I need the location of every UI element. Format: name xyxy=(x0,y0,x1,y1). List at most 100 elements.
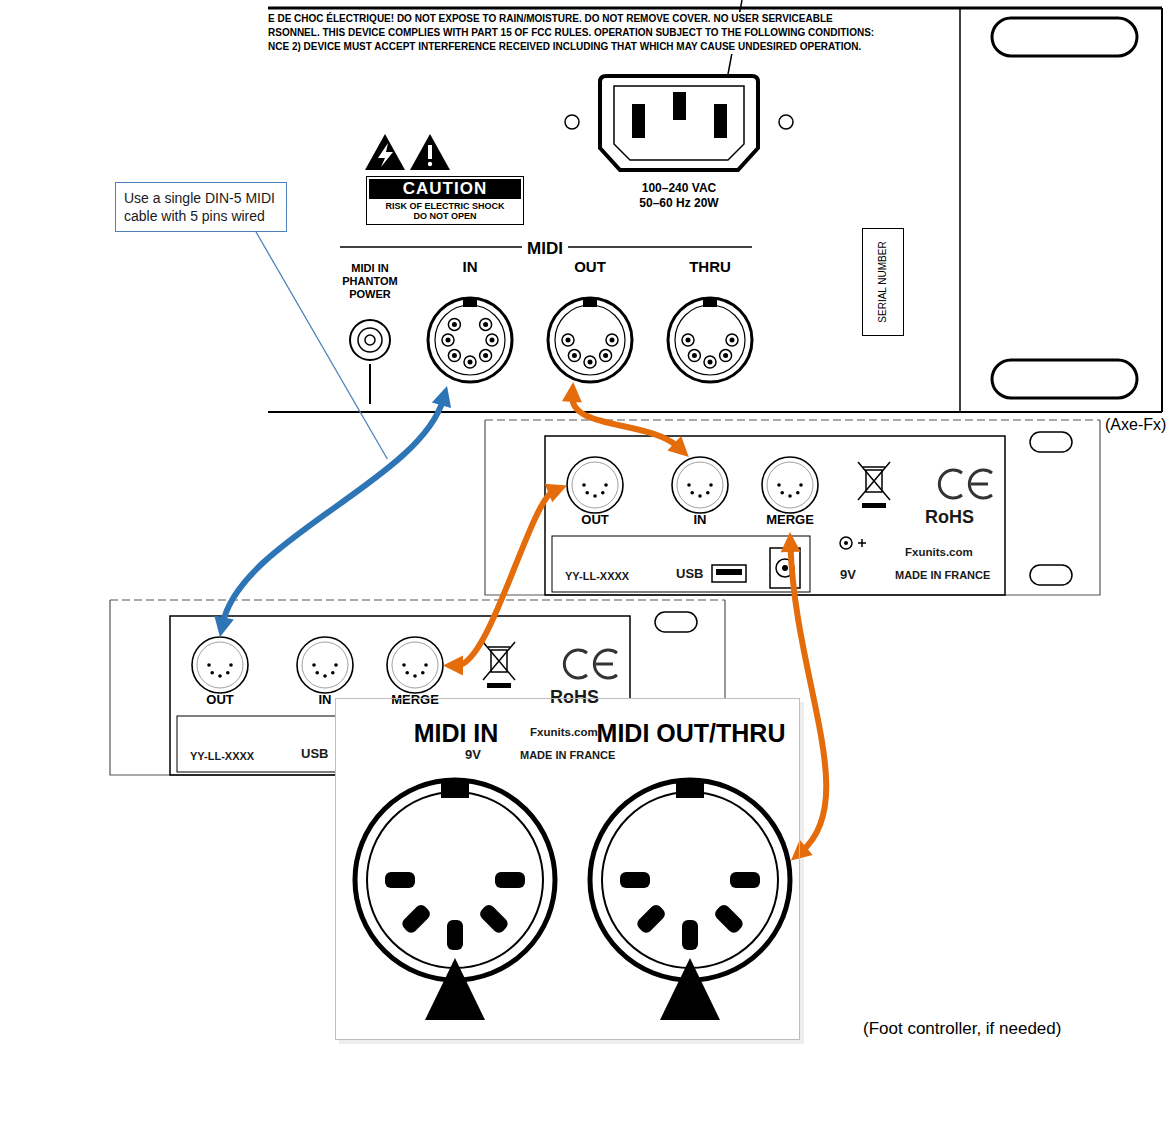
power-rating: 100–240 VAC xyxy=(642,180,717,196)
midi-out-socket xyxy=(548,298,632,382)
screw-hole xyxy=(565,115,579,129)
device-name: (Foot controller, if needed) xyxy=(863,1019,1061,1039)
rack-ear-edge xyxy=(959,8,961,412)
port-label: OUT xyxy=(192,692,248,708)
power-inlet xyxy=(600,76,758,170)
midi-in-socket xyxy=(428,298,512,382)
inlet-pin xyxy=(673,92,686,120)
rohs-mark: RoHS xyxy=(925,506,974,529)
arrowhead xyxy=(214,615,234,637)
phantom-power-jack: MIDI IN PHANTOM POWER xyxy=(332,262,408,365)
foot-controller-ground xyxy=(335,698,800,1040)
midi-out-thru-socket xyxy=(590,780,790,1020)
usb-port-tongue xyxy=(716,569,742,575)
label-plate xyxy=(552,536,810,592)
midi-merge-socket xyxy=(762,457,818,513)
power-voltage: 9V xyxy=(465,747,481,763)
port-label: OUT xyxy=(567,512,623,528)
fxunits-panel: RoHS Fxunits.comYY-LL-XXXX USB 9V MADE IN FR… xyxy=(485,420,1100,595)
jack-label: MIDI IN PHANTOM POWER xyxy=(337,262,403,301)
midi-in-port: IN xyxy=(424,258,516,386)
power-rating: 50–60 Hz 20W xyxy=(639,195,718,211)
panel-edge xyxy=(268,7,1162,10)
arrowhead xyxy=(791,840,813,861)
foot-controller-panel: (Foot controller, if needed)MIDI INMIDI … xyxy=(335,698,800,1040)
arrowhead xyxy=(432,386,451,408)
arrowhead xyxy=(562,382,582,403)
rack-slot xyxy=(992,18,1137,56)
midi-in-port: IN xyxy=(297,637,353,712)
origin-label: MADE IN FRANCE xyxy=(520,748,615,762)
phantom-jack-line xyxy=(369,364,371,404)
usb-label: USB xyxy=(676,566,703,582)
serial-code: YY-LL-XXXX xyxy=(565,569,629,583)
midi-in-socket xyxy=(672,457,728,513)
unit-face xyxy=(545,436,1005,595)
port-label: IN xyxy=(297,692,353,708)
arrowhead xyxy=(443,656,463,676)
brand-url: Fxunits.com xyxy=(905,545,973,559)
caution-heading: CAUTION xyxy=(369,179,521,199)
panel-edge xyxy=(268,411,1162,413)
midi-out-socket xyxy=(567,457,623,513)
serial-code: YY-LL-XXXX xyxy=(190,749,254,763)
ce-mark xyxy=(939,470,962,498)
weee-cross xyxy=(858,462,890,500)
midi-cable xyxy=(223,399,443,623)
arrowhead xyxy=(667,436,688,457)
origin-label: MADE IN FRANCE xyxy=(895,568,990,582)
usb-label: USB xyxy=(301,746,328,762)
unit-top-edge xyxy=(485,419,1100,420)
warning-triangle xyxy=(365,134,405,170)
phantom-jack xyxy=(350,320,390,360)
polarity-plus xyxy=(858,539,866,547)
port-label: THRU xyxy=(668,258,752,276)
brand-url: Fxunits.com xyxy=(530,725,598,739)
arrowhead xyxy=(781,532,801,552)
weee-bin-lid xyxy=(863,466,885,468)
rack-slot xyxy=(992,360,1137,398)
fxunits-panel: RoHSFxunits.comYY-LL-XXXXUSB9VMADE IN FR… xyxy=(110,600,725,775)
exclamation-symbol xyxy=(428,162,432,166)
power-voltage: 9V xyxy=(840,567,856,583)
midi-cable-arrow xyxy=(214,386,451,637)
screw-hole xyxy=(779,115,793,129)
midi-merge-port: MERGE xyxy=(762,457,818,532)
lightning-symbol xyxy=(378,143,393,167)
phantom-jack-center xyxy=(365,335,375,345)
midi-in-socket xyxy=(355,780,555,1020)
port-label: MERGE xyxy=(387,692,443,708)
midi-merge-port: MERGE xyxy=(387,637,443,712)
warning-text: RSONNEL. THIS DEVICE COMPLIES WITH PART … xyxy=(268,26,874,40)
callout-note: Use a single DIN-5 MIDI cable with 5 pin… xyxy=(115,182,287,232)
device-name: (Axe-Fx) xyxy=(1105,415,1166,435)
polarity-symbol xyxy=(840,537,852,549)
port-label: OUT xyxy=(548,258,632,276)
ce-mark xyxy=(969,470,992,498)
midi-out-port: OUT xyxy=(192,637,248,712)
midi-thru-port: THRU xyxy=(668,258,752,382)
phantom-jack-inner xyxy=(358,328,382,352)
warning-text: NCE 2) DEVICE MUST ACCEPT INTERFERENCE R… xyxy=(268,40,861,54)
inlet-pin xyxy=(714,104,727,138)
port-label: MERGE xyxy=(762,512,818,528)
exclamation-symbol xyxy=(428,145,432,159)
usb-port xyxy=(712,565,746,582)
midi-in-port: MIDI IN xyxy=(356,719,556,981)
inlet-pin xyxy=(632,104,645,138)
rack-slot xyxy=(1030,432,1072,452)
rack-slot xyxy=(1030,565,1072,585)
warning-text: E DE CHOC ÉLECTRIQUE! DO NOT EXPOSE TO R… xyxy=(268,12,833,26)
din-pin xyxy=(448,318,460,330)
din-pin xyxy=(480,318,492,330)
midi-out-port: OUT xyxy=(567,457,623,532)
power-inlet-inner xyxy=(614,86,744,160)
port-label: IN xyxy=(424,258,516,276)
group-heading: MIDI xyxy=(522,237,568,260)
midi-cable-arrow xyxy=(781,532,827,860)
serial-number-box: SERIAL NUMBER xyxy=(862,228,904,336)
panel-edge xyxy=(1161,8,1163,412)
